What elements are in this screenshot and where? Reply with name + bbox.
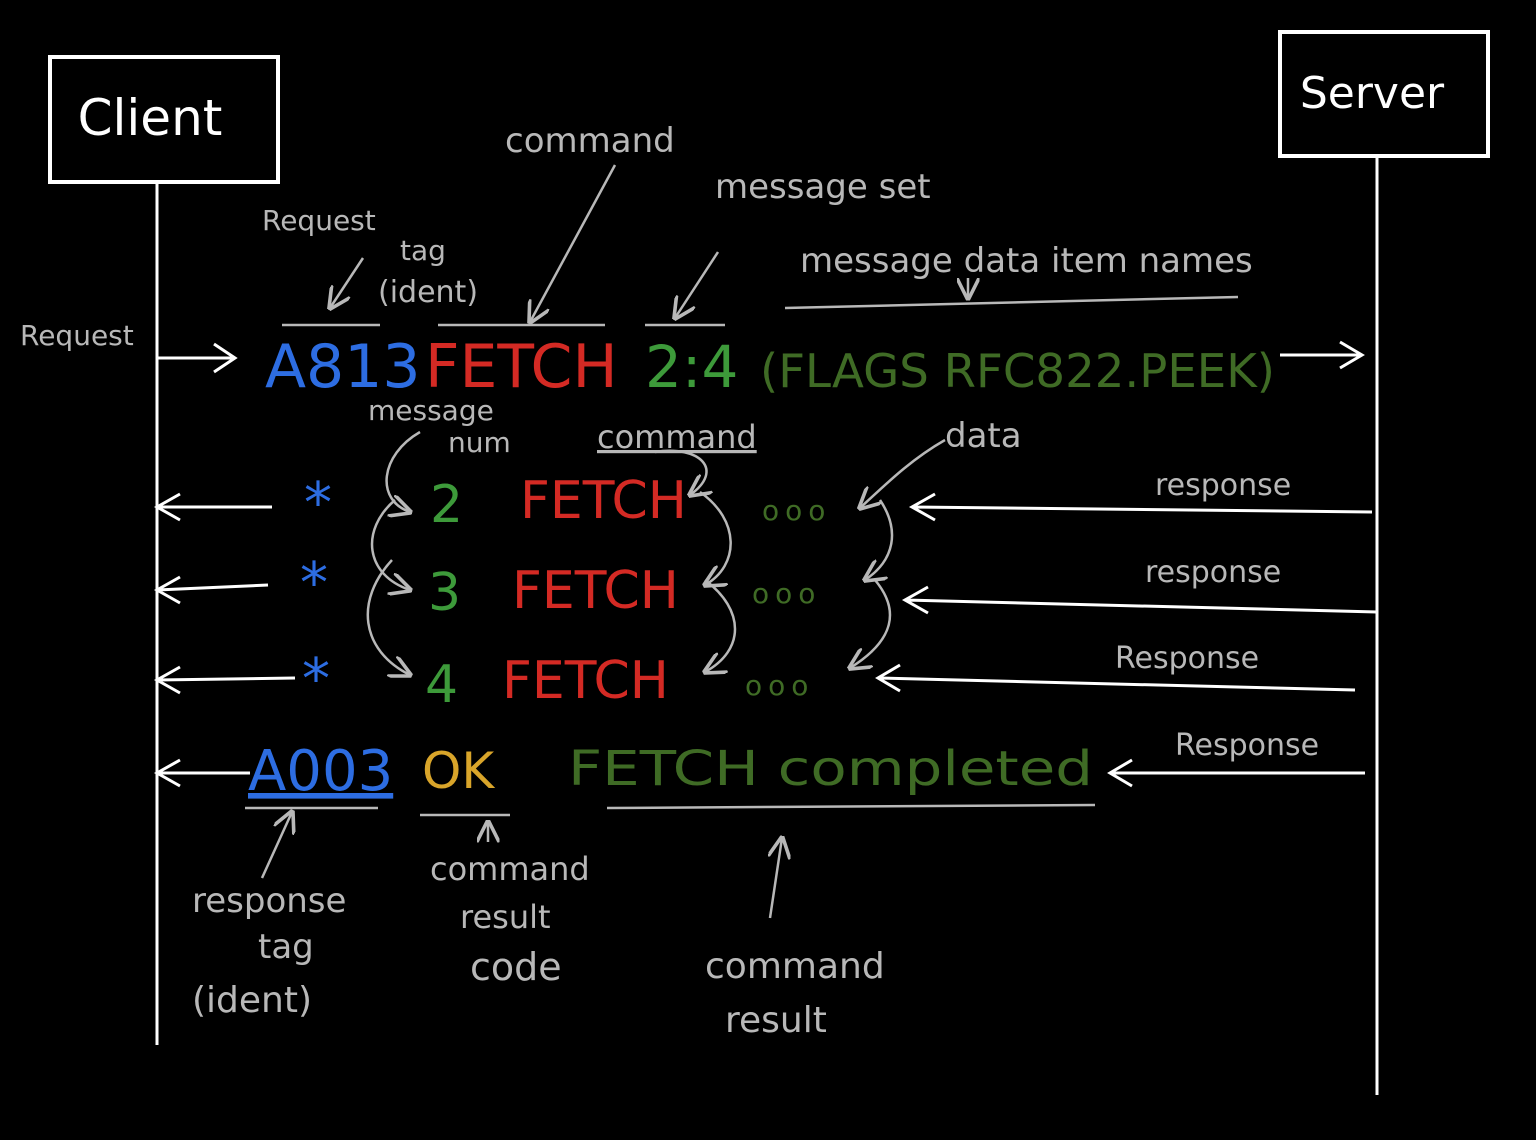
untagged-marker: *: [300, 551, 328, 616]
client-label: Client: [78, 89, 223, 147]
result-code-annotation-2: result: [460, 898, 551, 936]
server-box: [1278, 30, 1490, 158]
response-data: ooo: [745, 669, 814, 702]
response-arrow-server: [901, 585, 1378, 615]
final-arrow-server: [1107, 758, 1365, 788]
command-arrow-3: [699, 490, 732, 585]
response-label: Response: [1115, 641, 1259, 676]
response-tag-annotation-3: (ident): [192, 980, 312, 1021]
command-pointer-arrow: [530, 164, 617, 322]
request-tag: A813: [265, 332, 421, 402]
bottom-annotations: response tag (ident) command result code…: [192, 850, 885, 1041]
response-tag-annotation-2: tag: [258, 927, 314, 967]
response-arrow-server: [875, 663, 1356, 693]
response-arrow-server: [908, 492, 1373, 522]
tag-pointer-arrow: [330, 257, 365, 308]
final-result-code: OK: [422, 742, 495, 800]
result-code-annotation-1: command: [430, 850, 590, 888]
result-annotation-2: result: [725, 1000, 827, 1041]
request-arrow-out: [1280, 340, 1365, 370]
untagged-marker: *: [304, 471, 332, 536]
request-tag-annotation-1: Request: [262, 204, 376, 237]
data-item-names-annotation: message data item names: [800, 241, 1253, 281]
response-command: FETCH: [520, 471, 687, 531]
response-tag-annotation-1: response: [192, 881, 346, 921]
request-arrow-in: [157, 342, 238, 374]
message-num-annotation-1: message: [368, 394, 494, 427]
result-text-arrow: [770, 838, 782, 919]
message-num-arrow-3: [370, 499, 410, 590]
response-command: FETCH: [512, 561, 679, 621]
final-tag: A003: [248, 739, 393, 804]
message-number: 2: [430, 475, 463, 535]
data-arrow-4: [850, 579, 892, 668]
request-tag-annotation-3: (ident): [378, 275, 478, 310]
request-data-items: (FLAGS RFC822.PEEK): [760, 344, 1275, 398]
data-arrow-2: [860, 438, 946, 508]
response-arrow-client: [153, 492, 272, 522]
command-arrow-2: [654, 449, 706, 495]
command-annotation: command: [505, 121, 675, 161]
bottom-annotation-marks: [245, 803, 1096, 919]
request-command: FETCH: [425, 332, 618, 402]
untagged-response-3: * 3 FETCH ooo response: [153, 551, 1378, 623]
response-label: response: [1155, 468, 1291, 503]
command-arrow-4: [705, 579, 737, 672]
response-data: ooo: [752, 577, 821, 610]
server-participant: Server: [1278, 30, 1490, 158]
request-annotations: Request tag (ident) command message set …: [262, 121, 1253, 310]
response-label: response: [1145, 555, 1281, 590]
request-side-label: Request: [20, 319, 134, 352]
data-arrow-3: [865, 499, 894, 580]
result-code-annotation-3: code: [470, 945, 562, 989]
untagged-response-2: * 2 FETCH ooo response: [153, 468, 1373, 536]
message-set-annotation: message set: [715, 167, 931, 207]
final-response-label: Response: [1175, 728, 1319, 763]
request-tag-annotation-2: tag: [400, 234, 446, 267]
response-annotations: message num command data: [368, 394, 1022, 459]
data-items-underline: [784, 295, 1239, 310]
untagged-response-4: * 4 FETCH ooo Response: [153, 641, 1356, 715]
response-annotation-arrows: [366, 430, 946, 675]
tagged-response: A003 OK FETCH completed Response: [153, 728, 1365, 804]
message-number: 4: [425, 655, 458, 715]
data-annotation: data: [945, 416, 1022, 456]
response-arrow-client: [153, 665, 296, 695]
response-tag-arrow: [260, 812, 292, 879]
request-message-set: 2:4: [645, 333, 738, 401]
message-num-annotation-2: num: [448, 426, 511, 459]
response-arrow-client: [153, 575, 269, 605]
response-command: FETCH: [502, 651, 669, 711]
response-data: ooo: [762, 494, 831, 527]
result-text-underline: [606, 803, 1096, 810]
response-command-annotation: command: [597, 418, 757, 456]
message-number: 3: [428, 563, 461, 623]
client-box: [48, 55, 280, 184]
final-arrow-client: [153, 758, 250, 788]
client-participant: Client: [48, 55, 280, 184]
server-label: Server: [1300, 68, 1445, 119]
message-num-arrow-2: [385, 430, 421, 512]
final-result-text: FETCH completed: [568, 741, 1093, 797]
message-num-arrow-4: [366, 559, 410, 675]
request-message: Request A813 FETCH 2:4 (FLAGS RFC822.PEE…: [20, 319, 1365, 402]
request-annotation-marks: [282, 164, 1239, 325]
untagged-marker: *: [302, 647, 330, 712]
result-annotation-1: command: [705, 946, 885, 987]
message-set-pointer-arrow: [675, 251, 720, 318]
